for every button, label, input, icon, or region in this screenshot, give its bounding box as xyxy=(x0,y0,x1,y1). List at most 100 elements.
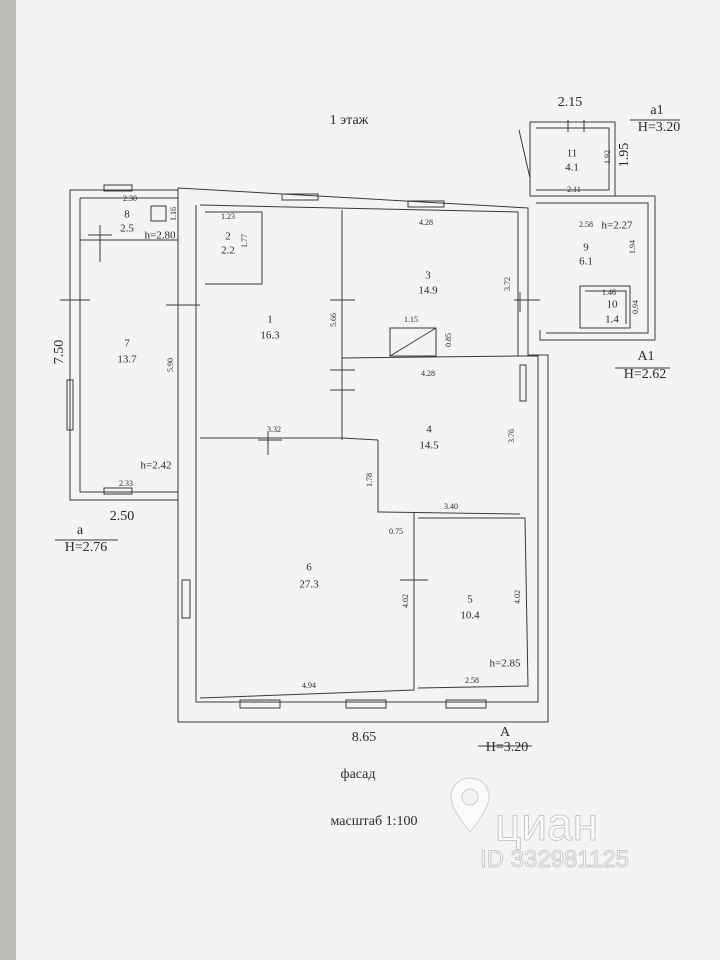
dim-402-left: 4.02 xyxy=(401,594,410,608)
height-room-8: h=2.80 xyxy=(144,229,176,242)
window-room-6-west xyxy=(181,579,191,619)
room-6-area: 27.3 xyxy=(299,578,319,591)
dim-494: 4.94 xyxy=(302,681,316,690)
wall-room-5 xyxy=(417,517,529,689)
main-outer-wall xyxy=(177,187,549,723)
dim-178: 1.78 xyxy=(365,473,374,487)
dim-094: 0.94 xyxy=(631,300,640,314)
watermark-logo-icon xyxy=(448,776,492,836)
room-8-vent xyxy=(150,205,167,222)
mark-A-height: H=3.20 xyxy=(485,740,529,755)
room-3-area: 14.9 xyxy=(418,284,438,297)
window-room-1 xyxy=(281,193,319,201)
window-room-7 xyxy=(103,184,133,192)
room-4-area: 14.5 xyxy=(419,439,439,452)
watermark-brand: циан xyxy=(494,798,599,851)
window-room-3 xyxy=(407,200,445,208)
paper-background xyxy=(14,0,720,960)
dim-258-annex: 2.58 xyxy=(579,220,593,229)
wall-1-6 xyxy=(200,437,379,441)
room-5-area: 10.4 xyxy=(460,609,480,622)
window-room-7-west xyxy=(66,379,74,431)
window-south-1 xyxy=(239,699,281,709)
room-5-number: 5 xyxy=(467,593,473,606)
wall-annex-11-inner xyxy=(536,127,610,191)
window-south-2 xyxy=(345,699,387,709)
room-10-number: 10 xyxy=(606,298,618,311)
room-2-area: 2.2 xyxy=(221,244,235,257)
door-tick-9 xyxy=(567,120,585,132)
mark-a1-height: H=3.20 xyxy=(637,120,681,135)
mark-A1-height: H=2.62 xyxy=(623,367,667,382)
dim-075: 0.75 xyxy=(389,527,403,536)
dim-085: 0.85 xyxy=(444,333,453,347)
wall-annex-9 xyxy=(530,195,656,341)
dim-116: 1.16 xyxy=(169,207,178,221)
room-1-area: 16.3 xyxy=(260,329,280,342)
room-11-number: 11 xyxy=(566,147,578,160)
dim-750: 7.50 xyxy=(52,339,67,365)
dim-215: 2.15 xyxy=(557,95,583,110)
dim-211: 2.11 xyxy=(567,185,581,194)
dim-376: 3.76 xyxy=(507,429,516,443)
paper-shadow-edge xyxy=(0,0,16,960)
wall-room-2 xyxy=(205,211,263,285)
door-tick-4 xyxy=(330,369,355,391)
wall-block-7-8-inner xyxy=(79,197,178,493)
room-11-area: 4.1 xyxy=(565,161,579,174)
wall-room-10-inner xyxy=(585,290,627,324)
door-tick-5 xyxy=(258,432,282,455)
main-inner-wall xyxy=(195,204,539,703)
room-4-number: 4 xyxy=(426,423,432,436)
height-room-9: h=2.27 xyxy=(601,219,633,232)
door-tick-1 xyxy=(88,225,112,262)
floor-title: 1 этаж xyxy=(329,113,369,128)
height-room-5: h=2.85 xyxy=(489,657,521,670)
dim-865: 8.65 xyxy=(351,730,377,745)
room-10-area: 1.4 xyxy=(605,313,619,326)
dim-230: 2.30 xyxy=(123,194,137,203)
dim-194: 1.94 xyxy=(628,240,637,254)
stair xyxy=(389,327,437,357)
room-7-number: 7 xyxy=(124,337,130,350)
mark-a-letter: a xyxy=(76,523,84,538)
dim-146: 1.46 xyxy=(602,288,616,297)
room-9-number: 9 xyxy=(583,241,589,254)
dim-115: 1.15 xyxy=(404,315,418,324)
room-2-number: 2 xyxy=(225,230,231,243)
annex-11-door xyxy=(518,129,531,179)
wall-room-10 xyxy=(579,285,631,329)
room-1-number: 1 xyxy=(267,313,273,326)
dim-372: 3.72 xyxy=(503,277,512,291)
mark-A1-letter: A1 xyxy=(637,349,655,364)
room-8-area: 2.5 xyxy=(120,222,134,235)
room-6-number: 6 xyxy=(306,561,312,574)
dim-332: 3.32 xyxy=(267,425,281,434)
wall-block-7-8 xyxy=(69,189,179,501)
mark-a1-letter: a1 xyxy=(650,103,664,118)
wall-annex-9-inner xyxy=(536,202,649,334)
watermark-id: ID 332981125 xyxy=(479,846,630,874)
door-tick-2 xyxy=(166,295,200,318)
room-3-number: 3 xyxy=(425,269,431,282)
window-east xyxy=(519,364,527,402)
dim-402-right: 4.02 xyxy=(513,590,522,604)
mark-a-height: H=2.76 xyxy=(64,540,108,555)
dim-233: 2.33 xyxy=(119,479,133,488)
dim-177: 1.77 xyxy=(240,234,249,248)
dim-258-bottom: 2.58 xyxy=(465,676,479,685)
dim-566: 5.66 xyxy=(329,313,338,327)
door-tick-6 xyxy=(400,570,428,592)
dim-250: 2.50 xyxy=(109,509,135,524)
window-south-3 xyxy=(445,699,487,709)
scale-label: масштаб 1:100 xyxy=(330,814,418,829)
wall-3-4 xyxy=(341,355,519,359)
dim-340: 3.40 xyxy=(444,502,458,511)
wall-4-5 xyxy=(377,440,521,515)
dim-590: 5.90 xyxy=(166,358,175,372)
room-9-area: 6.1 xyxy=(579,255,593,268)
room-8-number: 8 xyxy=(124,208,130,221)
room-7-area: 13.7 xyxy=(117,353,137,366)
dim-123: 1.23 xyxy=(221,212,235,221)
